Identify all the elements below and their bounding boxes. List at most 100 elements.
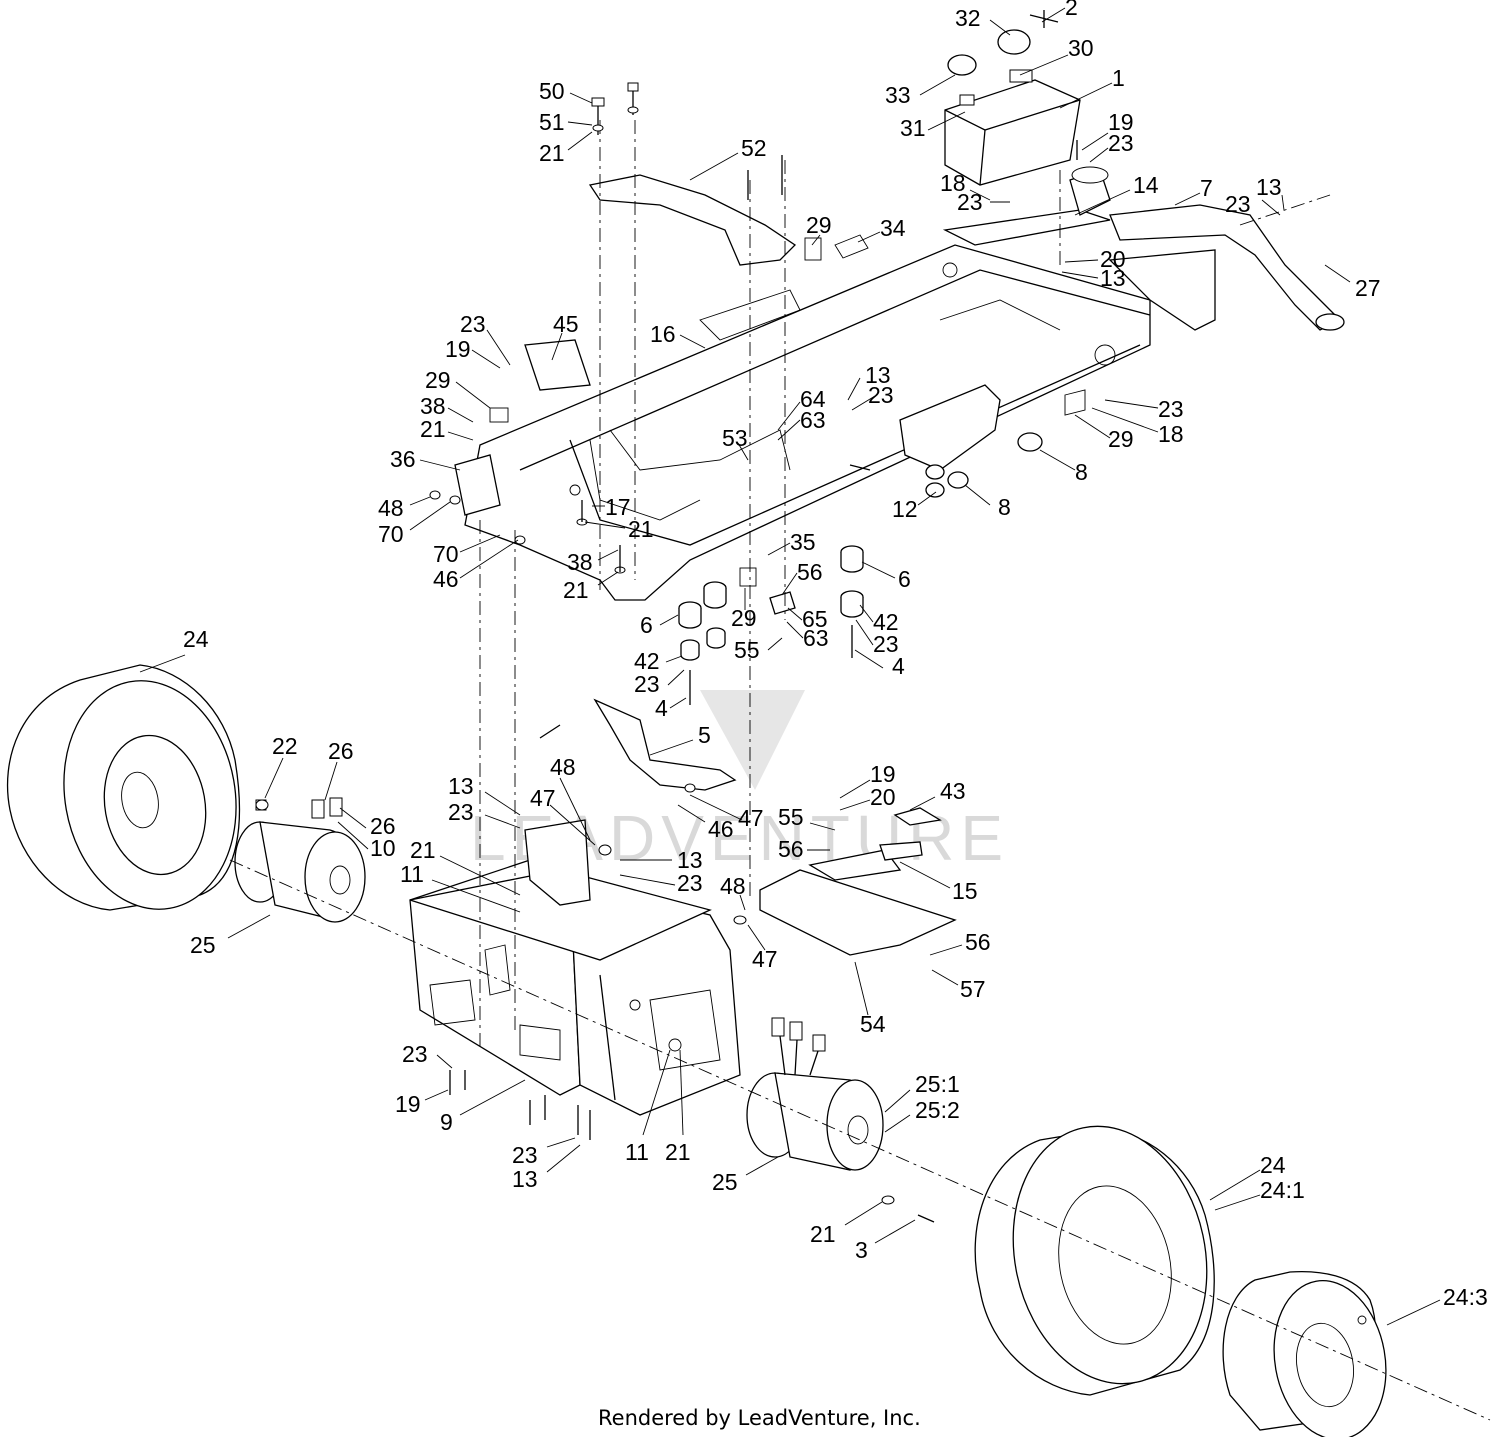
callout-46-left: 46 — [433, 566, 459, 592]
callout-47-left: 47 — [530, 785, 556, 811]
callouts: 32 2 30 33 1 31 19 23 50 51 21 52 18 23 … — [183, 0, 1488, 1310]
callout-22: 22 — [272, 733, 298, 759]
callout-34: 34 — [880, 215, 906, 241]
callout-19-shield: 19 — [870, 761, 896, 787]
callout-24-1: 24:1 — [1260, 1177, 1305, 1203]
callout-35: 35 — [790, 529, 816, 555]
callout-42-left: 42 — [634, 648, 660, 674]
callout-23-battery: 23 — [957, 189, 983, 215]
callout-20-top: 20 — [1100, 246, 1126, 272]
callout-47-right: 47 — [752, 946, 778, 972]
callout-4-left: 4 — [655, 695, 668, 721]
callout-64: 64 — [800, 386, 826, 412]
watermark-logo — [700, 690, 805, 790]
callout-10: 10 — [370, 835, 396, 861]
centerlines — [229, 120, 1491, 1421]
callout-51: 51 — [539, 109, 565, 135]
callout-48-left: 48 — [378, 495, 404, 521]
callout-13-mid: 13 — [865, 362, 891, 388]
main-frame-16 — [454, 174, 1345, 601]
callout-18-top: 18 — [940, 170, 966, 196]
callout-53: 53 — [722, 425, 748, 451]
callout-24-3: 24:3 — [1443, 1284, 1488, 1310]
callout-43: 43 — [940, 778, 966, 804]
callout-42-right: 42 — [873, 609, 899, 635]
callout-7: 7 — [1200, 175, 1213, 201]
callout-63-mid: 63 — [803, 625, 829, 651]
callout-48-right: 48 — [720, 873, 746, 899]
callout-11-lower: 11 — [625, 1139, 649, 1165]
callout-70: 70 — [433, 541, 459, 567]
callout-36: 36 — [390, 446, 416, 472]
plugs-8 — [925, 432, 1043, 498]
callout-25-left: 25 — [190, 932, 216, 958]
callout-19-bottom: 19 — [395, 1091, 421, 1117]
callout-13-frame: 13 — [677, 847, 703, 873]
callout-19-left: 19 — [445, 336, 471, 362]
callout-23-frame: 23 — [677, 870, 703, 896]
callout-2: 2 — [1065, 0, 1078, 20]
callout-65: 65 — [802, 606, 828, 632]
callout-25-1: 25:1 — [915, 1071, 960, 1097]
left-motor-25 — [234, 797, 366, 923]
isolators — [678, 545, 864, 705]
callout-31: 31 — [900, 115, 926, 141]
callout-14: 14 — [1133, 172, 1159, 198]
callout-23-bottom: 23 — [402, 1041, 428, 1067]
callout-46-plate: 46 — [708, 816, 734, 842]
callout-25-right: 25 — [712, 1169, 738, 1195]
left-wheel-24 — [6, 664, 241, 911]
callout-13-tube: 13 — [1256, 174, 1282, 200]
callout-56-bottom: 56 — [965, 929, 991, 955]
callout-63-top: 63 — [800, 407, 826, 433]
callout-4-right: 4 — [892, 653, 905, 679]
callout-23-right: 23 — [1158, 396, 1184, 422]
callout-29-mid: 29 — [731, 605, 757, 631]
callout-6-left: 6 — [640, 612, 653, 638]
callout-23-frame-lower: 23 — [512, 1142, 538, 1168]
callout-38: 38 — [567, 549, 593, 575]
callout-17: 17 — [605, 494, 631, 520]
callout-8: 8 — [998, 494, 1011, 520]
callout-23-top: 23 — [1108, 130, 1134, 156]
callout-29-top: 29 — [806, 212, 832, 238]
callout-13-top: 13 — [1100, 265, 1126, 291]
callout-21-bolt: 21 — [810, 1221, 836, 1247]
filter-housing — [1069, 166, 1111, 216]
callout-30: 30 — [1068, 35, 1094, 61]
callout-33: 33 — [885, 82, 911, 108]
callout-23-tube: 23 — [1225, 191, 1251, 217]
battery-1 — [944, 10, 1081, 186]
callout-20-shield: 20 — [870, 784, 896, 810]
callout-52: 52 — [741, 135, 767, 161]
callout-32: 32 — [955, 5, 981, 31]
callout-26-mid: 26 — [370, 813, 396, 839]
callout-47-plate: 47 — [738, 805, 764, 831]
rim-24-3 — [1222, 1270, 1387, 1437]
callout-16: 16 — [650, 321, 676, 347]
callout-1: 1 — [1112, 65, 1125, 91]
callout-45: 45 — [553, 311, 579, 337]
callout-21-lower: 21 — [410, 837, 436, 863]
callout-25-2: 25:2 — [915, 1097, 960, 1123]
callout-70-left: 70 — [378, 521, 404, 547]
callout-21-top: 21 — [539, 140, 565, 166]
callout-12: 12 — [892, 496, 918, 522]
callout-50: 50 — [539, 78, 565, 104]
callout-56-top: 56 — [797, 559, 823, 585]
callout-56-shield: 56 — [778, 836, 804, 862]
callout-55-mid: 55 — [734, 637, 760, 663]
callout-24-left: 24 — [183, 626, 209, 652]
callout-8-right: 8 — [1075, 459, 1088, 485]
callout-21-frame-lower: 21 — [665, 1139, 691, 1165]
callout-18-right: 18 — [1158, 421, 1184, 447]
callout-29-left: 29 — [425, 367, 451, 393]
callout-3: 3 — [855, 1237, 868, 1263]
callout-26-top: 26 — [328, 738, 354, 764]
callout-23-isolator-left: 23 — [634, 671, 660, 697]
callout-54: 54 — [860, 1011, 886, 1037]
callout-13-frame-lower: 13 — [512, 1166, 538, 1192]
callout-6-right: 6 — [898, 566, 911, 592]
callout-29-right: 29 — [1108, 426, 1134, 452]
